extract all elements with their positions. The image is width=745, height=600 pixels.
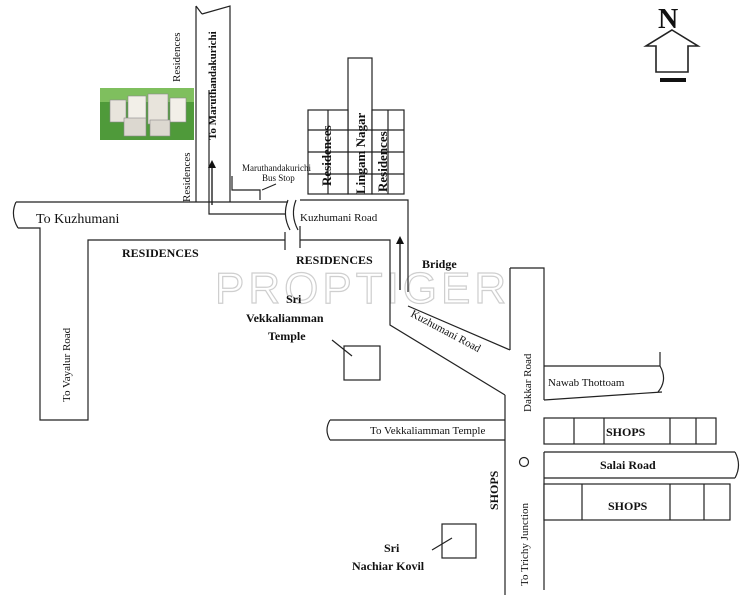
label-lingam-nagar: Lingam Nagar — [353, 113, 368, 194]
road-vekkaliamman — [326, 419, 505, 441]
label-nawab: Nawab Thottoam — [548, 377, 625, 389]
label-salai: Salai Road — [600, 458, 656, 472]
label-kuzhumani-road-diag: Kuzhumani Road — [409, 308, 483, 355]
label-residences-b2: Residences — [375, 131, 390, 192]
road-dakkar — [504, 267, 545, 595]
direction-arrow-icon — [208, 160, 404, 290]
label-temple-2: Vekkaliamman — [246, 311, 324, 325]
label-residences-v2: Residences — [181, 153, 193, 202]
label-trichy: To Trichy Junction — [519, 503, 531, 586]
label-maruthandakurichi: To Maruthandakurichi — [207, 31, 219, 140]
label-residences-left: RESIDENCES — [122, 246, 199, 260]
shops-block-top — [543, 417, 717, 445]
label-residences-b1: Residences — [319, 125, 334, 186]
project-thumbnail-icon — [100, 88, 194, 140]
road-kuzhumani-diagonal — [389, 292, 511, 396]
label-dakkar: Dakkar Road — [522, 353, 534, 412]
road-maruthandakurichi — [195, 5, 231, 202]
label-shops-top: SHOPS — [606, 425, 646, 439]
label-bridge: Bridge — [422, 257, 457, 271]
road-nawab — [543, 352, 665, 401]
road-kuzhumani — [12, 199, 409, 421]
label-shops-bottom: SHOPS — [608, 499, 648, 513]
label-bus-stop-1: Maruthandakurichi — [242, 163, 311, 173]
label-vekkaliamman-road: To Vekkaliamman Temple — [370, 425, 485, 437]
shops-block-bottom — [543, 483, 731, 521]
label-residences-v1: Residences — [171, 33, 183, 82]
label-to-kuzhumani: To Kuzhumani — [36, 212, 120, 227]
north-arrow-icon: N — [643, 4, 701, 82]
watermark: PROPTIGER — [215, 264, 510, 313]
label-kovil-2: Nachiar Kovil — [352, 559, 425, 573]
label-kovil-1: Sri — [384, 541, 400, 555]
north-letter: N — [658, 4, 678, 35]
road-salai — [544, 451, 740, 479]
label-temple-1: Sri — [286, 292, 302, 306]
label-vayalur: To Vayalur Road — [61, 327, 73, 402]
vekkaliamman-temple-box — [343, 345, 381, 381]
roundabout-icon — [518, 456, 530, 468]
label-bus-stop-2: Bus Stop — [262, 173, 295, 183]
label-shops-vertical: SHOPS — [487, 470, 501, 510]
label-residences-mid: RESIDENCES — [296, 253, 373, 267]
label-kuzhumani-road-top: Kuzhumani Road — [300, 212, 378, 224]
label-temple-3: Temple — [268, 329, 306, 343]
